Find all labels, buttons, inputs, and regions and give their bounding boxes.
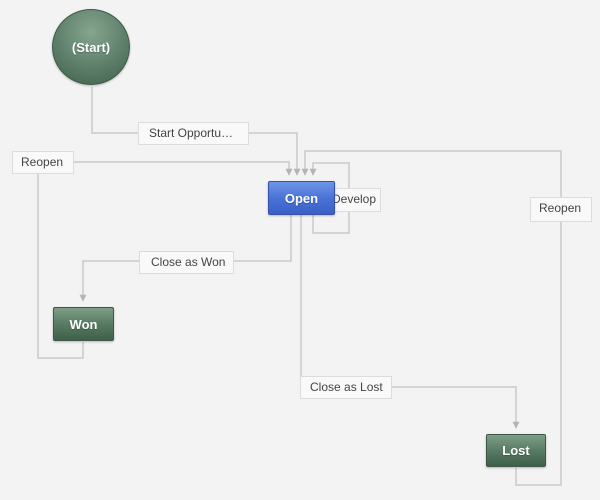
edge-won-reopen-to-open[interactable] [37,161,293,359]
edge-label-start-opportunity[interactable]: Start Opportun… [138,122,249,145]
edge-label-reopen-from-lost[interactable]: Reopen [530,197,592,222]
start-node[interactable]: (Start) [52,9,130,85]
edge-label-develop[interactable]: Develop [334,188,381,212]
edge-label-close-as-won[interactable]: Close as Won [139,251,234,274]
state-node-won[interactable]: Won [53,307,114,341]
edge-label-reopen-from-won[interactable]: Reopen [12,151,74,174]
edge-label-close-as-lost[interactable]: Close as Lost [300,376,392,399]
edge-label-develop-text: Develop [334,192,377,206]
edge-lost-reopen-to-open[interactable] [301,150,562,486]
state-node-open[interactable]: Open [268,181,335,215]
state-node-lost[interactable]: Lost [486,434,546,467]
edge-open-to-lost[interactable] [300,215,520,429]
